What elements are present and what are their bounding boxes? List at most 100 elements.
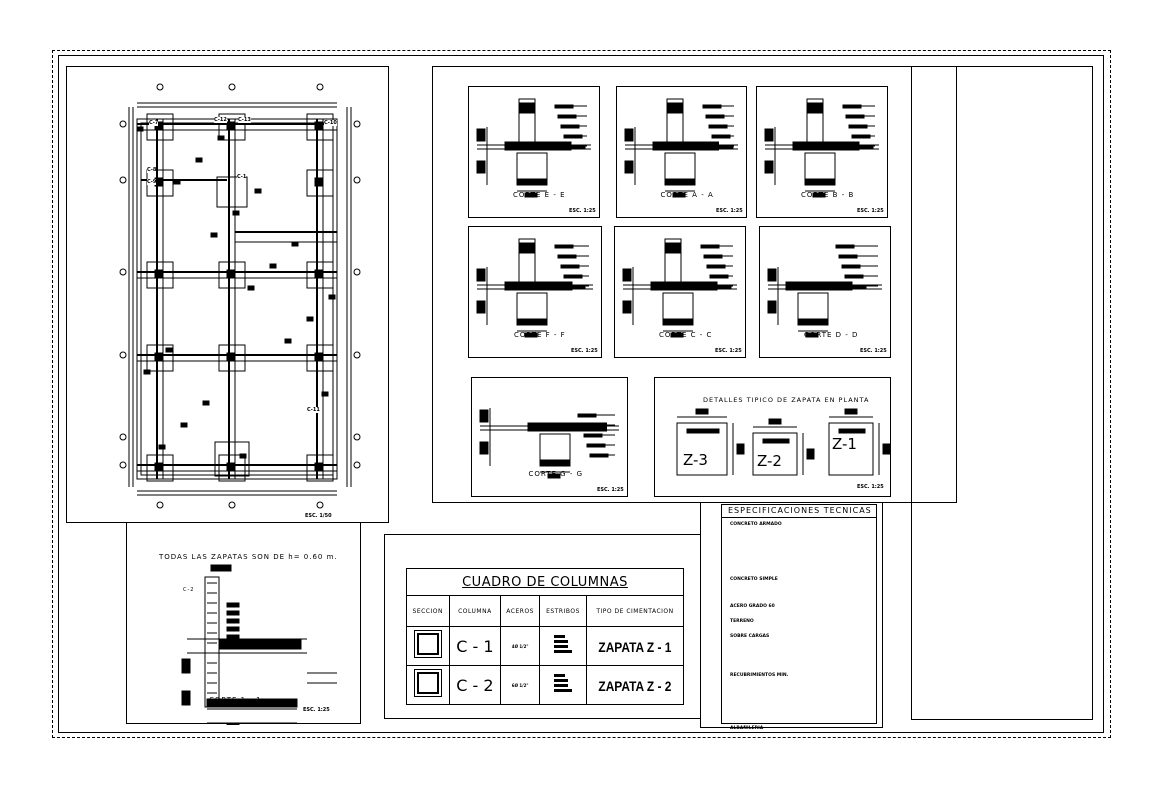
slab xyxy=(650,281,718,291)
panel-divider xyxy=(911,66,957,503)
dim-tag xyxy=(291,241,299,247)
grid-bubble xyxy=(353,351,361,359)
grid-bubble xyxy=(156,501,164,509)
column xyxy=(204,576,220,708)
footing-details-box: DETALLES TIPICO DE ZAPATA EN PLANTA Z-3 … xyxy=(654,377,891,497)
label-tag xyxy=(226,618,240,624)
dim-tag xyxy=(180,422,188,428)
dim-tag xyxy=(764,128,774,142)
dim-tag xyxy=(524,192,538,198)
section-scale: ESC. 1:25 xyxy=(857,208,884,214)
wall-hatch xyxy=(518,242,536,254)
section-scale: ESC. 1:25 xyxy=(860,348,887,354)
specs-box xyxy=(721,504,877,724)
footing-z xyxy=(306,454,334,482)
rebar xyxy=(838,428,866,434)
column-tag: C-9 xyxy=(147,179,157,185)
header-seccion: SECCION xyxy=(406,595,450,627)
column-tag: C-2 xyxy=(183,587,195,593)
footing-height-note: TODAS LAS ZAPATAS SON DE h= 0.60 m. xyxy=(159,553,338,561)
label-tag xyxy=(835,244,855,249)
dim-tag xyxy=(239,453,247,459)
slab xyxy=(785,281,853,291)
footing-z xyxy=(306,344,334,372)
footing-z xyxy=(146,454,174,482)
dim-tag xyxy=(217,135,225,141)
label-tag xyxy=(702,104,722,109)
dim-tag xyxy=(476,300,486,314)
corte-1-title: CORTE 1 - 1 xyxy=(209,696,262,704)
grid-bubble xyxy=(353,176,361,184)
column-tag: C-7 xyxy=(149,120,159,126)
table-row: C - 2 6Ø 1/2" ZAPATA Z - 2 xyxy=(406,665,684,705)
rebar xyxy=(686,428,720,434)
column-section-icon xyxy=(413,630,442,658)
column xyxy=(314,352,324,362)
dim-tag xyxy=(767,300,777,314)
label-tag xyxy=(226,626,240,632)
spec-section: ACERO GRADO 60 xyxy=(730,604,775,609)
grid-bubble xyxy=(353,120,361,128)
column xyxy=(154,462,164,472)
dim-tag xyxy=(672,192,686,198)
slab xyxy=(792,141,860,151)
section-detail-box: CORTE B - B ESC. 1:25 xyxy=(756,86,888,218)
dim-tag xyxy=(476,268,486,282)
footing-base xyxy=(206,698,298,708)
dim-tag xyxy=(479,409,489,423)
column xyxy=(226,269,236,279)
footing-z xyxy=(218,344,246,372)
wall-hatch xyxy=(806,102,824,114)
dim-tag xyxy=(181,690,191,706)
dim-tag xyxy=(524,332,538,338)
label-tag xyxy=(226,602,240,608)
dim-tag xyxy=(844,408,858,415)
slab xyxy=(218,638,302,650)
footing-type: ZAPATA Z - 1 xyxy=(598,638,672,655)
specs-panel-outer xyxy=(700,502,883,728)
dim-tag xyxy=(476,128,486,142)
footing-z xyxy=(218,454,246,482)
dim-tag xyxy=(321,391,329,397)
section-scale: ESC. 1:25 xyxy=(597,487,624,493)
grid-bubble xyxy=(119,268,127,276)
footing-outline xyxy=(752,432,798,476)
section-title: CORTE D - D xyxy=(804,331,859,339)
footing-z xyxy=(146,344,174,372)
wall-hatch xyxy=(664,242,682,254)
dim-tag xyxy=(624,160,634,174)
header-cimentacion: TIPO DE CIMENTACION xyxy=(586,595,684,627)
footing-label-z3: Z-3 xyxy=(683,451,708,469)
spec-section: ALBAÑILERIA xyxy=(730,726,764,731)
column xyxy=(154,121,164,131)
dim-tag xyxy=(805,332,819,338)
foundation-plan-drawing xyxy=(119,83,361,509)
section-scale: ESC. 1:25 xyxy=(715,348,742,354)
footing-z xyxy=(306,113,334,141)
wall-hatch xyxy=(666,102,684,114)
table-row: C - 1 4Ø 1/2" ZAPATA Z - 1 xyxy=(406,626,684,666)
spec-section: TERRENO xyxy=(730,619,754,624)
section-drawing xyxy=(479,408,619,479)
section-title: CORTE C - C xyxy=(659,331,713,339)
footing-base xyxy=(662,318,694,326)
section-title: CORTE F - F xyxy=(514,331,566,339)
slab xyxy=(527,422,607,432)
dim-tag xyxy=(812,192,826,198)
plan-scale: ESC. 1/50 xyxy=(305,513,332,519)
sheet-border-dashed xyxy=(52,50,1111,738)
corte-1-panel: TODAS LAS ZAPATAS SON DE h= 0.60 m. C-2 … xyxy=(126,522,361,725)
section-title: CORTE B - B xyxy=(801,191,855,199)
footing-base xyxy=(804,178,836,186)
dim-tag xyxy=(479,441,489,455)
column-steel: 4Ø 1/2" xyxy=(500,626,541,666)
column-section-icon xyxy=(413,669,442,697)
label-tag xyxy=(554,104,574,109)
grid-bubble xyxy=(316,83,324,91)
rebar xyxy=(762,438,790,444)
column-tag: C-1 xyxy=(237,174,247,180)
slab xyxy=(652,141,719,151)
dim-tag xyxy=(736,443,745,455)
